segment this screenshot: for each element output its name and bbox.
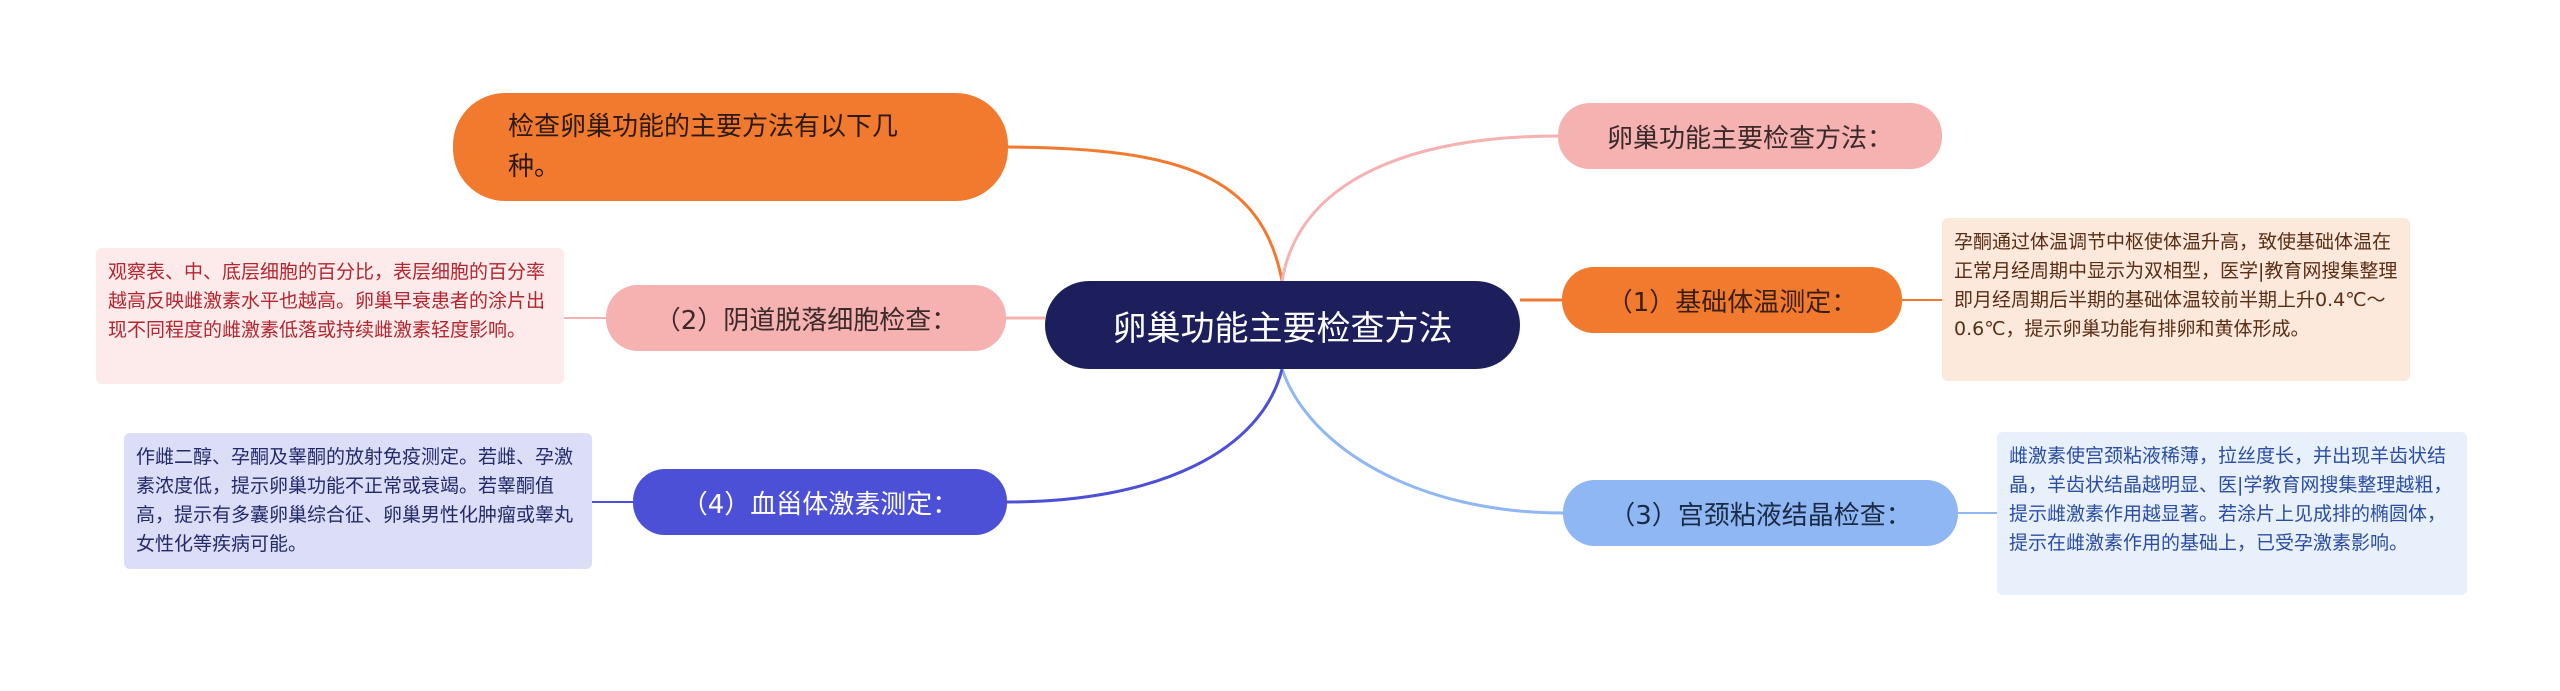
connector-intro <box>1007 145 1284 282</box>
root-topic-label: 卵巢功能主要检查方法 <box>1112 308 1453 349</box>
methods-title-topic[interactable]: 卵巢功能主要检查方法： <box>1558 103 1942 169</box>
steroid-detail-text: 作雌二醇、孕酮及睾酮的放射免疫测定。若雌、孕激素浓度低，提示卵巢功能不正常或衰竭… <box>136 446 574 555</box>
cervical-label: （3）宫颈粘液结晶检查： <box>1609 500 1912 531</box>
cervical-topic[interactable]: （3）宫颈粘液结晶检查： <box>1563 480 1958 546</box>
bbt-detail-text: 孕酮通过体温调节中枢使体温升高，致使基础体温在正常月经周期中显示为双相型，医学|… <box>1954 231 2398 340</box>
bbt-label: （1）基础体温测定： <box>1606 287 1858 318</box>
steroid-topic[interactable]: （4）血甾体激素测定： <box>633 469 1007 535</box>
vaginal-topic[interactable]: （2）阴道脱落细胞检查： <box>606 285 1006 351</box>
cervical-detail-note[interactable]: 雌激素使宫颈粘液稀薄，拉丝度长，并出现羊齿状结晶，羊齿状结晶越明显、医|学教育网… <box>1997 432 2467 595</box>
connector-cervical <box>1280 368 1564 515</box>
steroid-label: （4）血甾体激素测定： <box>681 489 959 520</box>
steroid-detail-note[interactable]: 作雌二醇、孕酮及睾酮的放射免疫测定。若雌、孕激素浓度低，提示卵巢功能不正常或衰竭… <box>124 433 592 569</box>
methods-title-label: 卵巢功能主要检查方法： <box>1606 123 1893 154</box>
root-topic[interactable]: 卵巢功能主要检查方法 <box>1045 281 1520 369</box>
bbt-topic[interactable]: （1）基础体温测定： <box>1562 267 1902 333</box>
vaginal-detail-note[interactable]: 观察表、中、底层细胞的百分比，表层细胞的百分率越高反映雌激素水平也越高。卵巢早衰… <box>96 248 564 384</box>
vaginal-label: （2）阴道脱落细胞检查： <box>654 305 958 336</box>
connector-steroid <box>1006 368 1284 504</box>
cervical-detail-text: 雌激素使宫颈粘液稀薄，拉丝度长，并出现羊齿状结晶，羊齿状结晶越明显、医|学教育网… <box>2009 445 2453 554</box>
bbt-detail-note[interactable]: 孕酮通过体温调节中枢使体温升高，致使基础体温在正常月经周期中显示为双相型，医学|… <box>1942 218 2410 381</box>
connector-methods-title <box>1280 134 1559 282</box>
vaginal-detail-text: 观察表、中、底层细胞的百分比，表层细胞的百分率越高反映雌激素水平也越高。卵巢早衰… <box>108 261 546 341</box>
intro-topic[interactable]: 检查卵巢功能的主要方法有以下几种。 <box>453 93 1008 201</box>
intro-topic-label: 检查卵巢功能的主要方法有以下几种。 <box>508 112 899 182</box>
